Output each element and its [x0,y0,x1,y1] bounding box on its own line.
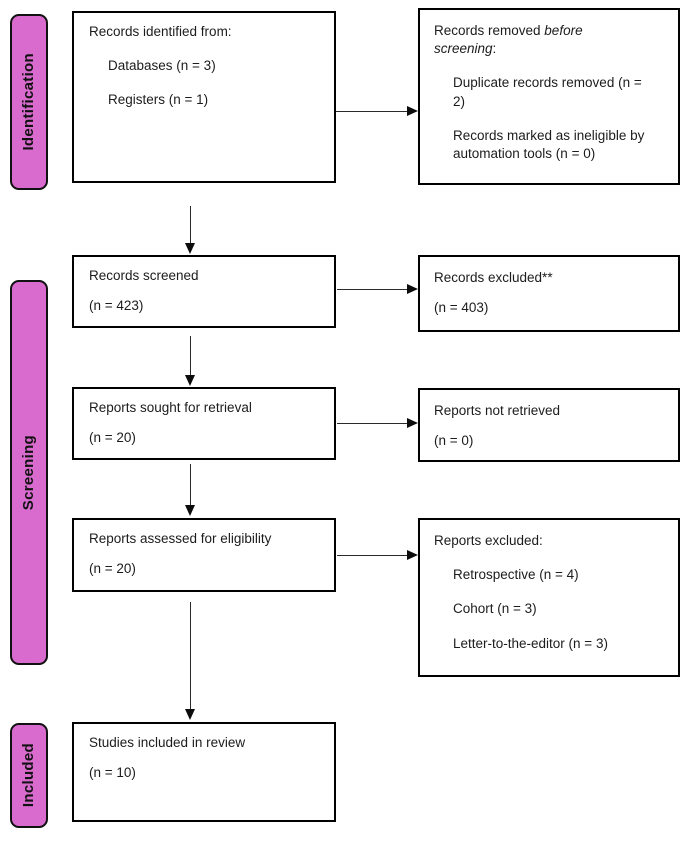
records-removed-title: Records removed before screening: [434,22,632,58]
studies-included-box: Studies included in review (n = 10) [72,722,336,822]
arrow-assessed-to-included [184,602,195,720]
records-screened-label: Records screened [89,268,199,283]
arrow-identified-to-screened [184,206,195,254]
reports-excluded-title: Reports excluded: [434,533,543,548]
screening-stage-bar: Screening [10,280,48,665]
reports-excluded-item-retrospective: Retrospective (n = 4) [453,567,579,583]
records-identified-item-databases: Databases (n = 3) [108,58,216,74]
identification-stage-label: Identification [19,53,37,151]
screening-stage-label: Screening [19,434,37,511]
arrow-screened-to-excluded [337,283,418,294]
studies-included-label: Studies included in review [89,735,246,750]
arrow-sought-to-not-retrieved [337,417,418,428]
records-removed-title-italic: before screening [434,23,583,57]
records-screened-count: (n = 423) [89,298,144,314]
reports-assessed-count: (n = 20) [89,561,136,577]
records-identified-box: Records identified from: Databases (n = … [72,11,336,183]
reports-excluded-item-cohort: Cohort (n = 3) [453,601,537,617]
records-identified-item-registers: Registers (n = 1) [108,92,209,108]
records-removed-box: Records removed before screening: Duplic… [418,8,680,185]
records-excluded-count: (n = 403) [434,300,489,316]
arrow-sought-to-assessed [184,464,195,516]
arrow-screened-to-sought [184,336,195,386]
reports-sought-box: Reports sought for retrieval (n = 20) [72,387,336,460]
reports-not-retrieved-label: Reports not retrieved [434,403,561,418]
included-stage-bar: Included [10,723,48,828]
reports-assessed-box: Reports assessed for eligibility (n = 20… [72,518,336,592]
reports-assessed-label: Reports assessed for eligibility [89,531,272,546]
identification-stage-bar: Identification [10,14,48,190]
records-excluded-label: Records excluded** [434,270,553,285]
studies-included-count: (n = 10) [89,765,136,781]
arrow-identified-to-removed [336,105,418,116]
records-removed-title-suffix: : [492,41,497,57]
records-removed-item-duplicates: Duplicate records removed (n = 2) [453,75,642,109]
records-removed-title-prefix: Records removed [434,23,545,38]
reports-sought-label: Reports sought for retrieval [89,400,252,415]
reports-not-retrieved-box: Reports not retrieved (n = 0) [418,388,680,462]
records-excluded-box: Records excluded** (n = 403) [418,255,680,332]
reports-excluded-box: Reports excluded: Retrospective (n = 4) … [418,518,680,677]
reports-sought-count: (n = 20) [89,430,136,446]
records-screened-box: Records screened (n = 423) [72,255,336,328]
included-stage-label: Included [19,743,37,808]
records-removed-item-automation: Records marked as ineligible by automati… [453,127,645,162]
reports-excluded-item-letter: Letter-to-the-editor (n = 3) [453,635,608,651]
arrow-assessed-to-reports-excluded [337,549,418,560]
records-identified-title: Records identified from: [89,24,232,39]
reports-not-retrieved-count: (n = 0) [434,433,474,449]
